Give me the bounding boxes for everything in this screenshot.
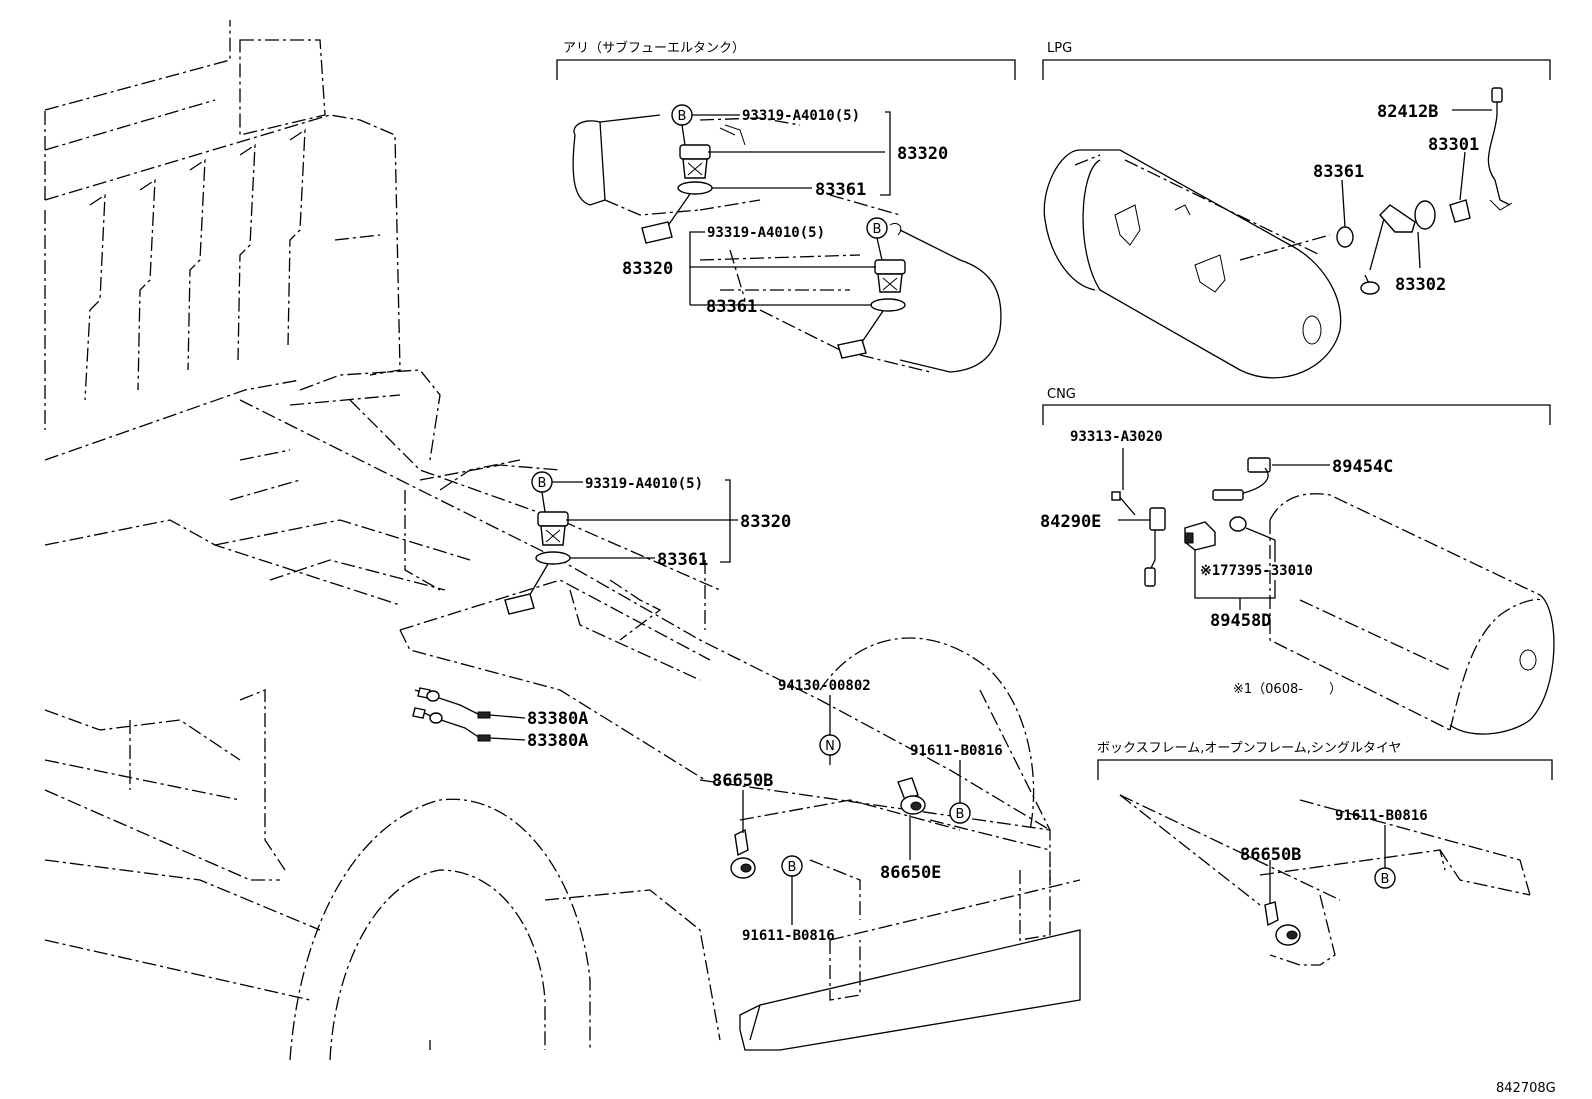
part-label: 93319-A4010(5): [742, 108, 860, 124]
part-label: 86650B: [1240, 845, 1301, 865]
wire-harness: 83380A 83380A: [412, 687, 588, 751]
section-title-lpg: LPG: [1047, 41, 1072, 56]
cab-illustration: [44, 20, 401, 461]
part-label: 83361: [1313, 162, 1364, 182]
b-marker: B: [678, 109, 687, 124]
part-label: 93319-A4010(5): [707, 225, 825, 241]
part-label: ※177395-33010: [1200, 563, 1313, 579]
figure-code: 842708G: [1496, 1081, 1556, 1096]
cng-section: CNG 93313-A3020 89454C 84290E ※177395-33…: [1040, 387, 1555, 735]
part-label: 86650E: [880, 863, 941, 883]
part-label: 94130-00802: [778, 678, 871, 694]
b-marker: B: [1381, 872, 1390, 887]
b-marker: B: [538, 476, 547, 491]
sub-fuel-pump-1: [641, 124, 746, 244]
part-label: 86650B: [712, 771, 773, 791]
b-marker: B: [788, 860, 797, 875]
section-title-sub-tank: アリ（サブフューエルタンク）: [563, 40, 745, 56]
section-title-box-frame: ボックスフレーム,オープンフレーム,シングルタイヤ: [1097, 741, 1402, 756]
b-marker: B: [873, 222, 882, 237]
b-marker: B: [956, 807, 965, 822]
lpg-section: LPG 82412B 83301 83361 83302: [1042, 41, 1551, 379]
part-label: 91611-B0816: [910, 743, 1003, 759]
part-label: 83301: [1428, 135, 1479, 155]
part-label: 83380A: [527, 731, 588, 751]
sub-fuel-pump-2: [837, 259, 906, 359]
part-label: 93319-A4010(5): [585, 476, 703, 492]
part-label: 83320: [897, 144, 948, 164]
part-label: 91611-B0816: [742, 928, 835, 944]
part-label: 83361: [657, 550, 708, 570]
part-label: 83302: [1395, 275, 1446, 295]
part-label: 83320: [740, 512, 791, 532]
section-title-cng: CNG: [1047, 387, 1076, 402]
part-label: 83320: [622, 259, 673, 279]
part-label: 89458D: [1210, 611, 1271, 631]
main-tank-pump: B 93319-A4010(5) 83320 83361: [404, 464, 791, 630]
chassis-illustration: [44, 369, 1081, 1061]
cng-note: ※1（0608- ）: [1233, 682, 1342, 697]
part-label: 83361: [815, 180, 866, 200]
n-marker: N: [825, 739, 835, 754]
part-label: 84290E: [1040, 512, 1101, 532]
part-label: 91611-B0816: [1335, 808, 1428, 824]
sub-tank-section: B B 93319-A4010(5) 83320 83361 93319-A40…: [556, 59, 1016, 373]
buzzer-assembly: N 94130-00802 86650B B 91611-B0816 86650…: [712, 678, 1003, 944]
part-label: 82412B: [1377, 102, 1438, 122]
box-frame-section: B ボックスフレーム,オープンフレーム,シングルタイヤ 91611-B0816 …: [1097, 741, 1553, 966]
part-label: 83361: [706, 297, 757, 317]
part-label: 93313-A3020: [1070, 429, 1163, 445]
part-label: 83380A: [527, 709, 588, 729]
part-label: 89454C: [1332, 457, 1393, 477]
